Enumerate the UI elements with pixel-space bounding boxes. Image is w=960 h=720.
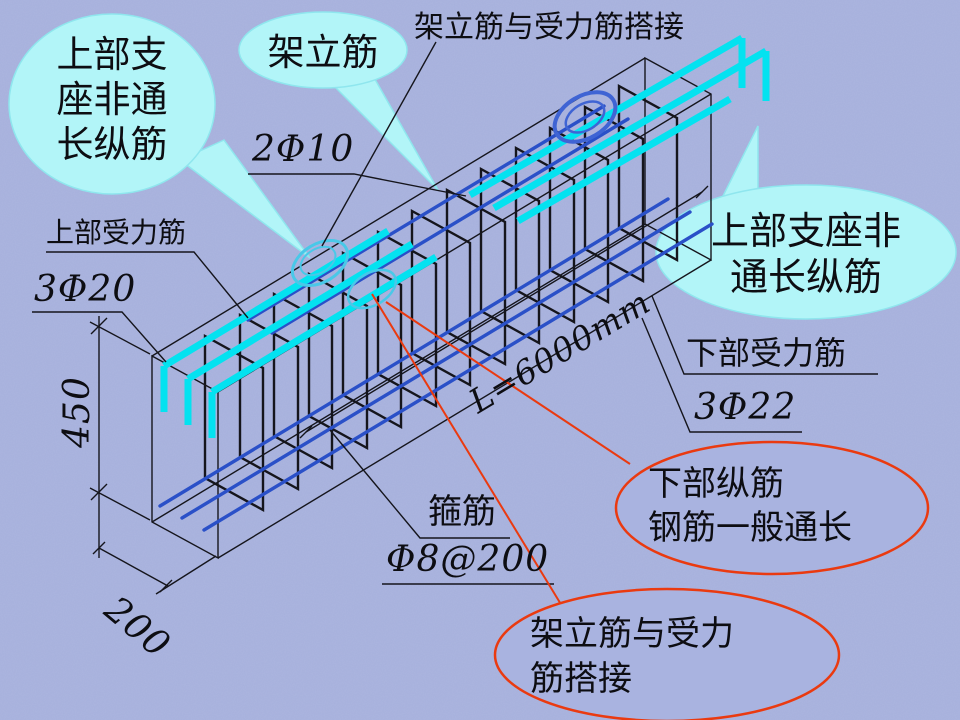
callout-bubbles bbox=[8, 11, 957, 320]
left-lap-ring bbox=[290, 239, 350, 287]
dim-beam-height: 450 bbox=[57, 376, 99, 448]
bottom-bars-leader bbox=[651, 295, 878, 375]
left-top-bar bbox=[210, 254, 438, 395]
red-callouts bbox=[371, 293, 930, 720]
bubble-hanger-shape bbox=[238, 11, 408, 89]
label-bottom-bars: 下部受力筋 bbox=[686, 334, 847, 372]
right-lap-ring bbox=[552, 90, 618, 144]
height-extension-lines bbox=[89, 321, 151, 521]
red-bubble-bottom-bars-line2: 钢筋一般通长 bbox=[648, 508, 852, 548]
mid-lap-ring bbox=[346, 268, 398, 310]
bubble-right-text: 上部支座非 通长纵筋 bbox=[656, 208, 956, 301]
bubble-right-shape bbox=[655, 184, 957, 320]
width-extension-line bbox=[155, 555, 217, 595]
red-bubble-lap-shape bbox=[493, 587, 841, 720]
length-dim-ticks bbox=[299, 185, 709, 439]
right-lap-ring-inner bbox=[564, 100, 606, 134]
top-lap-note-leader bbox=[321, 41, 437, 247]
stirrup-leader bbox=[329, 429, 510, 539]
spec-bottom-bars: 3Φ22 bbox=[694, 387, 797, 428]
lap-markers bbox=[290, 90, 618, 310]
width-dim-line bbox=[98, 547, 169, 587]
width-dim-ticks bbox=[92, 541, 173, 593]
red-leader-bottom-bars bbox=[385, 301, 631, 465]
note-top-lap: 架立筋与受力筋搭接 bbox=[414, 10, 684, 45]
cyan-support-bars bbox=[160, 34, 770, 438]
bubble-top-left-line1: 上部支 bbox=[56, 33, 168, 76]
bottom-bars-spec-leader bbox=[641, 317, 802, 433]
bottom-bar bbox=[202, 222, 714, 532]
bubble-top-left-text: 上部支 座非通 长纵筋 bbox=[12, 32, 212, 167]
bubble-right-line2: 通长纵筋 bbox=[729, 255, 882, 300]
spec-top-bars: 3Φ20 bbox=[34, 269, 137, 310]
bubble-top-left-line3: 长纵筋 bbox=[56, 123, 168, 167]
dimension-lines bbox=[32, 41, 878, 595]
right-top-bar bbox=[516, 95, 732, 225]
red-bubble-lap-line1: 架立筋与受力 bbox=[530, 614, 734, 654]
height-dim-ticks bbox=[90, 317, 108, 501]
top-bars-spec-leader bbox=[32, 311, 167, 363]
bottom-bar bbox=[158, 197, 670, 508]
red-leader-lap bbox=[371, 293, 563, 607]
bubble-top-left-tail bbox=[178, 139, 311, 259]
label-top-bars: 上部受力筋 bbox=[46, 216, 187, 249]
length-dim-line bbox=[305, 191, 703, 433]
bubble-top-left-shape bbox=[8, 13, 216, 195]
red-bubble-lap-text: 架立筋与受力 筋搭接 bbox=[530, 612, 820, 702]
red-bubble-bottom-bars-shape bbox=[614, 440, 930, 576]
bubble-right-line1: 上部支座非 bbox=[710, 209, 901, 253]
bubble-top-left bbox=[8, 13, 311, 259]
red-bubble-lap-line2: 筋搭接 bbox=[530, 659, 632, 699]
bubble-hanger bbox=[238, 11, 439, 191]
label-stirrup: 箍筋 bbox=[428, 492, 496, 532]
right-top-bar bbox=[492, 47, 768, 212]
bubble-hanger-label: 架立筋 bbox=[267, 31, 379, 74]
red-bubble-bottom-bars-text: 下部纵筋 钢筋一般通长 bbox=[648, 462, 908, 550]
top-bars-leader bbox=[46, 251, 249, 319]
hanger-bar bbox=[270, 117, 630, 335]
hanger-spec-leader bbox=[248, 173, 467, 197]
left-lap-ring-inner bbox=[299, 245, 337, 277]
right-top-bar bbox=[468, 34, 744, 199]
left-top-bar bbox=[186, 241, 414, 382]
bubble-right bbox=[655, 125, 957, 320]
red-bubble-bottom-bars-line1: 下部纵筋 bbox=[648, 464, 784, 504]
bottom-bar bbox=[180, 210, 692, 520]
bubble-top-left-line2: 座非通 bbox=[56, 78, 168, 122]
spec-stirrup: Φ8@200 bbox=[386, 539, 550, 580]
dim-hanger-spec: 2Φ10 bbox=[252, 129, 355, 170]
left-top-bar bbox=[162, 228, 390, 369]
